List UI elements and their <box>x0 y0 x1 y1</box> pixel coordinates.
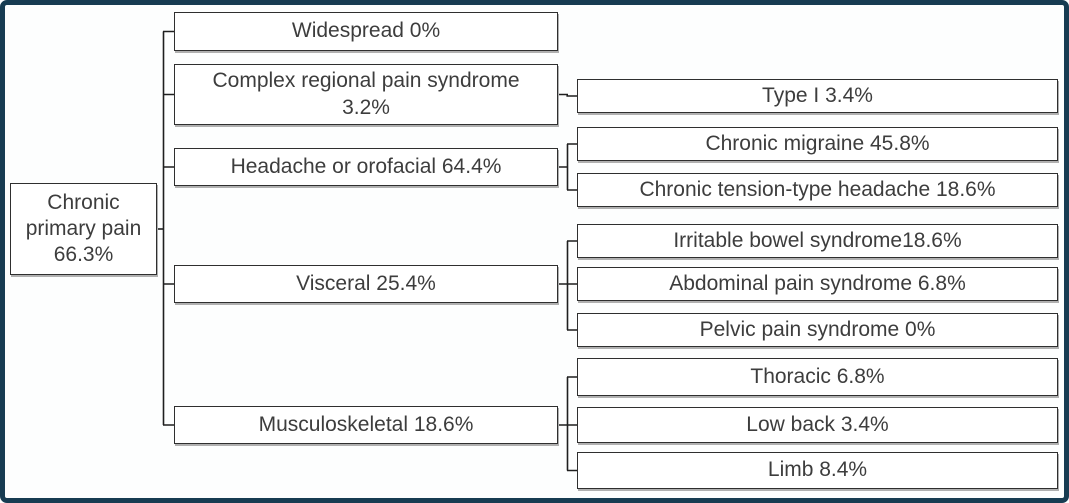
node-thoracic: Thoracic 6.8% <box>577 358 1058 396</box>
node-visceral: Visceral 25.4% <box>174 265 558 303</box>
node-chronic-primary-pain: Chronic primary pain 66.3% <box>10 183 157 275</box>
node-irritable-bowel-syndrome: Irritable bowel syndrome18.6% <box>577 224 1058 258</box>
node-complex-regional-pain-syndrome: Complex regional pain syndrome 3.2% <box>174 64 558 125</box>
node-chronic-tension-type-headache: Chronic tension-type headache 18.6% <box>577 173 1058 207</box>
node-widespread: Widespread 0% <box>174 12 558 51</box>
node-abdominal-pain-syndrome: Abdominal pain syndrome 6.8% <box>577 267 1058 301</box>
node-musculoskeletal: Musculoskeletal 18.6% <box>174 406 558 444</box>
node-headache-or-orofacial: Headache or orofacial 64.4% <box>174 148 558 186</box>
node-low-back: Low back 3.4% <box>577 407 1058 443</box>
node-pelvic-pain-syndrome: Pelvic pain syndrome 0% <box>577 313 1058 347</box>
node-limb: Limb 8.4% <box>577 452 1058 489</box>
node-chronic-migraine: Chronic migraine 45.8% <box>577 127 1058 161</box>
node-type-i: Type I 3.4% <box>577 79 1058 113</box>
